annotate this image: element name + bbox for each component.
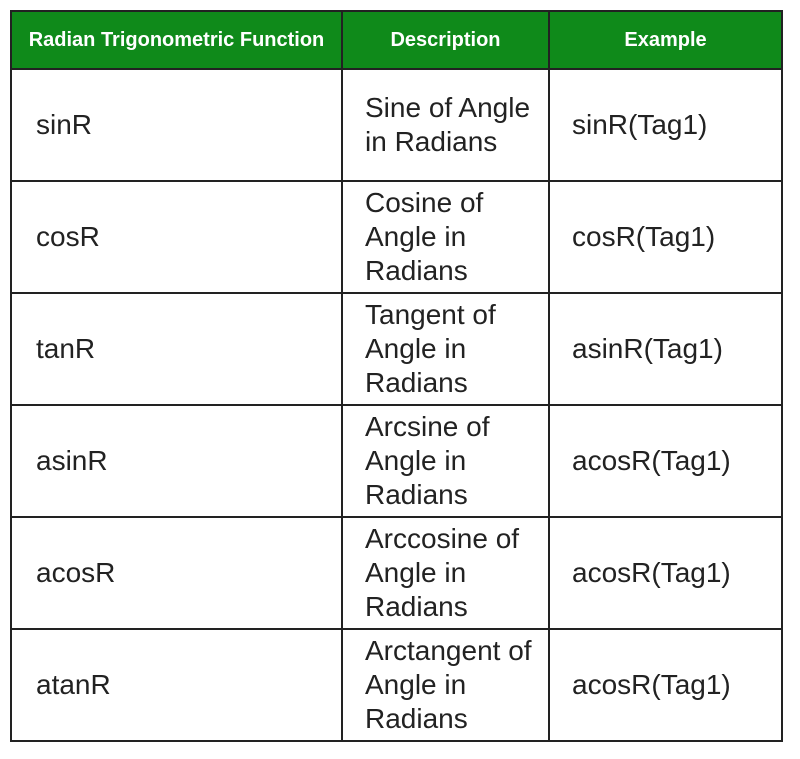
table-row: asinR Arcsine of Angle in Radians acosR(…	[10, 404, 783, 518]
description-cell: Sine of Angle in Radians	[341, 68, 550, 182]
example-cell: sinR(Tag1)	[548, 68, 783, 182]
description-text: Tangent of Angle in Radians	[365, 299, 496, 398]
table-body: sinR Sine of Angle in Radians sinR(Tag1)…	[10, 68, 783, 742]
example-cell: cosR(Tag1)	[548, 180, 783, 294]
table-row: sinR Sine of Angle in Radians sinR(Tag1)	[10, 68, 783, 182]
function-cell: cosR	[10, 180, 343, 294]
description-cell: Tangent of Angle in Radians	[341, 292, 550, 406]
description-text: Arccosine of Angle in Radians	[365, 523, 520, 622]
description-text: Cosine of Angle in Radians	[365, 187, 484, 286]
description-cell: Arctangent of Angle in Radians	[341, 628, 550, 742]
example-cell: asinR(Tag1)	[548, 292, 783, 406]
description-cell: Arcsine of Angle in Radians	[341, 404, 550, 518]
table-header: Radian Trigonometric Function Descriptio…	[10, 10, 783, 70]
table-row: cosR Cosine of Angle in Radians cosR(Tag…	[10, 180, 783, 294]
function-cell: sinR	[10, 68, 343, 182]
table-row: atanR Arctangent of Angle in Radians aco…	[10, 628, 783, 742]
header-description: Description	[341, 10, 550, 70]
description-text: Arcsine of Angle in Radians	[365, 411, 490, 510]
description-text: Arctangent of Angle in Radians	[365, 635, 532, 734]
example-cell: acosR(Tag1)	[548, 404, 783, 518]
description-cell: Arccosine of Angle in Radians	[341, 516, 550, 630]
table-row: tanR Tangent of Angle in Radians asinR(T…	[10, 292, 783, 406]
example-cell: acosR(Tag1)	[548, 628, 783, 742]
function-cell: acosR	[10, 516, 343, 630]
radian-trig-functions-table: Radian Trigonometric Function Descriptio…	[10, 10, 783, 742]
description-text: Sine of Angle in Radians	[365, 92, 531, 157]
example-cell: acosR(Tag1)	[548, 516, 783, 630]
table-row: acosR Arccosine of Angle in Radians acos…	[10, 516, 783, 630]
description-cell: Cosine of Angle in Radians	[341, 180, 550, 294]
function-cell: atanR	[10, 628, 343, 742]
header-row: Radian Trigonometric Function Descriptio…	[10, 10, 783, 70]
function-cell: tanR	[10, 292, 343, 406]
trig-functions-table-container: Radian Trigonometric Function Descriptio…	[10, 10, 783, 742]
function-cell: asinR	[10, 404, 343, 518]
header-function: Radian Trigonometric Function	[10, 10, 343, 70]
header-example: Example	[548, 10, 783, 70]
